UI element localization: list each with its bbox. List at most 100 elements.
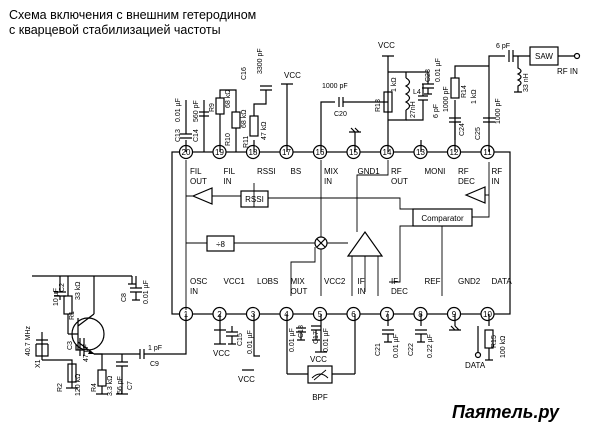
comparator-block-label: Comparator — [421, 214, 464, 223]
pin-label: REF — [425, 277, 441, 286]
c20-label: C20 — [334, 111, 347, 118]
rf-dec-buffer-triangle — [464, 186, 486, 204]
l4-label: L4 — [413, 89, 421, 96]
rssi-block-label: RSSI — [245, 195, 264, 204]
pin-label: GND2 — [458, 277, 481, 286]
pin-label-2: DEC — [391, 287, 408, 296]
pin-label-2: OUT — [391, 177, 408, 186]
r9-label: R9 — [209, 103, 216, 112]
pin-label-2: IN — [492, 177, 500, 186]
c15-value: 0.01 µF — [247, 330, 254, 354]
c24-label: C24 — [459, 123, 466, 136]
pin-number: 5 — [318, 310, 323, 319]
pin-label: FIL — [190, 167, 202, 176]
pin-label: RF — [492, 167, 503, 176]
c21-value: 0.01 µF — [393, 334, 400, 358]
mixer-symbol — [314, 236, 328, 250]
pin-number: 15 — [349, 148, 358, 157]
pin-label: LOBS — [257, 277, 278, 286]
r13-value: 1 kΩ — [391, 77, 398, 92]
r14-label: R14 — [461, 85, 468, 98]
bottom-pin-3: 3 LOBS — [245, 277, 278, 322]
pin-number: 17 — [282, 148, 291, 157]
rf-in-label: RF IN — [557, 67, 578, 76]
r2-value: 120 kΩ — [75, 374, 82, 396]
title-line-2: с кварцевой стабилизацией частоты — [9, 23, 221, 37]
pin-label-2: IN — [224, 177, 232, 186]
c17-value: 0.01 µF — [323, 328, 330, 352]
c7-label: C7 — [127, 381, 134, 390]
pin-label: VCC1 — [224, 277, 246, 286]
pin-number: 10 — [483, 310, 492, 319]
site-watermark: Паятель.ру — [452, 402, 560, 422]
pin-label-2: OUT — [291, 287, 308, 296]
c16-label: C16 — [241, 67, 248, 80]
title-line-1: Схема включения с внешним гетеродином — [9, 8, 257, 22]
r11-value: 47 kΩ — [261, 122, 268, 140]
r14-value: 1 kΩ — [471, 89, 478, 104]
pin-number: 3 — [251, 310, 256, 319]
c18-label: C18 — [298, 325, 305, 338]
pin-label: GND1 — [358, 167, 381, 176]
pin-number: 19 — [215, 148, 224, 157]
pin-label: IF — [358, 277, 365, 286]
if-amplifier-triangle — [346, 230, 384, 257]
pin-label-2: IN — [190, 287, 198, 296]
bpf-label: BPF — [312, 393, 328, 402]
c9-value: 1 pF — [148, 345, 162, 352]
pin-label: RSSI — [257, 167, 276, 176]
pin-label: RF — [458, 167, 469, 176]
r4-value: 3.3 kΩ — [107, 376, 114, 396]
c9-label: C9 — [150, 361, 159, 368]
c25-value: 1000 pF — [495, 98, 502, 124]
r10-label: R10 — [225, 133, 232, 146]
c17-label: C17 — [313, 331, 320, 344]
vcc-label-rf: VCC — [378, 41, 395, 50]
pin-label: MIX — [324, 167, 339, 176]
pin-label: RF — [391, 167, 402, 176]
c23-value: 0.01 µF — [435, 58, 442, 82]
r9-value: 68 kΩ — [225, 90, 232, 108]
pin-label: MONI — [425, 167, 446, 176]
rf-out-buffer-triangle — [191, 187, 213, 205]
pin-number: 7 — [385, 310, 390, 319]
l4-value: 27nH — [410, 101, 417, 118]
c14-label: C14 — [193, 129, 200, 142]
pin-number: 18 — [249, 148, 258, 157]
vcc-label-lobs: VCC — [238, 375, 255, 384]
divider-block-label: ÷8 — [216, 240, 225, 249]
pin-label: MIX — [291, 277, 306, 286]
ic-body — [171, 151, 511, 315]
x1-label: X1 — [35, 359, 42, 368]
diagram-title: Схема включения с внешним гетеродином с … — [9, 8, 256, 38]
c13-label: C13 — [175, 129, 182, 142]
r2-label: R2 — [57, 383, 64, 392]
data-output-label: DATA — [465, 361, 486, 370]
l-in-value: 33 nH — [523, 73, 530, 92]
c7-value: 56 pF — [117, 376, 124, 394]
c14-value: 560 pF — [193, 100, 200, 122]
rssi-block: RSSI — [240, 190, 269, 208]
bpf-block — [307, 365, 333, 384]
c3-value: 47 pF — [83, 344, 90, 362]
c13-value: 0.01 µF — [175, 98, 182, 122]
r15-label: R15 — [491, 335, 498, 348]
r4-label: R4 — [91, 383, 98, 392]
saw-filter-label: SAW — [535, 52, 553, 61]
vcc-label-pin2: VCC — [213, 349, 230, 358]
divider-block: ÷8 — [206, 235, 235, 252]
c16-value: 3300 pF — [257, 48, 264, 74]
comparator-block: Comparator — [412, 208, 473, 227]
pin-label: FIL — [224, 167, 236, 176]
